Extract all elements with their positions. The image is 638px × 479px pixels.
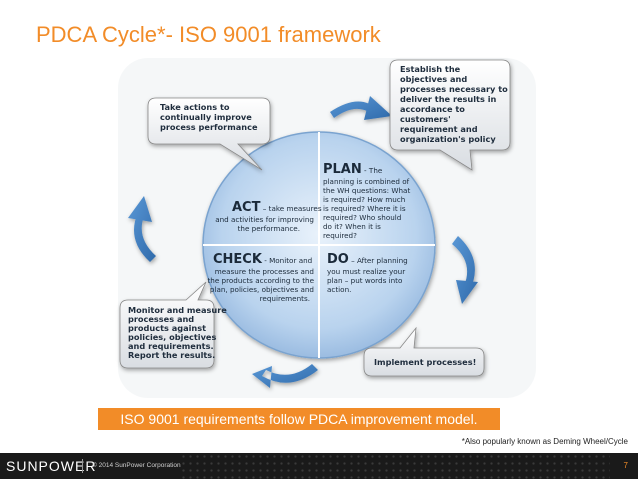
callout-plan: [389, 59, 511, 171]
svg-text:CHECK - Monitor and: CHECK - Monitor and: [213, 252, 312, 267]
arrow-right: [452, 236, 478, 304]
svg-text:PLAN - The: PLAN - The: [323, 162, 383, 177]
arrow-top-right: [330, 96, 392, 120]
page-number: 7: [623, 461, 628, 470]
check-heading: CHECK: [213, 252, 263, 267]
quadrant-act: ACT – take measures and activities for i…: [215, 200, 322, 233]
plan-heading: PLAN: [323, 162, 362, 177]
callout-check: [119, 281, 215, 369]
logo-divider: [82, 459, 83, 473]
footer-bar: SUNPOWER © 2014 SunPower Corporation 7: [0, 453, 638, 479]
callout-do: [363, 326, 485, 377]
callout-act-text: Take actions to continually improve proc…: [160, 102, 258, 132]
callout-check-text: Monitor and measure processes and produc…: [128, 305, 230, 360]
copyright-text: © 2014 SunPower Corporation: [92, 462, 181, 469]
arrow-bottom: [252, 364, 318, 388]
callout-act: [147, 97, 271, 171]
do-heading: DO: [327, 252, 349, 267]
sunpower-logo: SUNPOWER: [6, 458, 97, 474]
footnote: *Also popularly known as Deming Wheel/Cy…: [461, 437, 628, 446]
cycle-arrows: [128, 96, 478, 388]
quadrant-check: CHECK - Monitor and measure the processe…: [207, 252, 314, 303]
pdca-wheel: [202, 131, 436, 359]
page-title: PDCA Cycle*- ISO 9001 framework: [36, 22, 381, 47]
svg-text:ACT – take measures: ACT – take measures: [232, 200, 322, 215]
arrow-left: [128, 196, 156, 262]
svg-text:DO – After planning: DO – After planning: [327, 252, 408, 267]
quadrant-do: DO – After planning you must realize you…: [327, 252, 408, 294]
callout-do-text: Implement processes!: [374, 357, 476, 367]
summary-banner: ISO 9001 requirements follow PDCA improv…: [98, 408, 500, 430]
footer-pattern: [180, 453, 610, 479]
callout-plan-text: Establish the objectives and processes n…: [400, 64, 511, 144]
act-heading: ACT: [232, 200, 261, 215]
